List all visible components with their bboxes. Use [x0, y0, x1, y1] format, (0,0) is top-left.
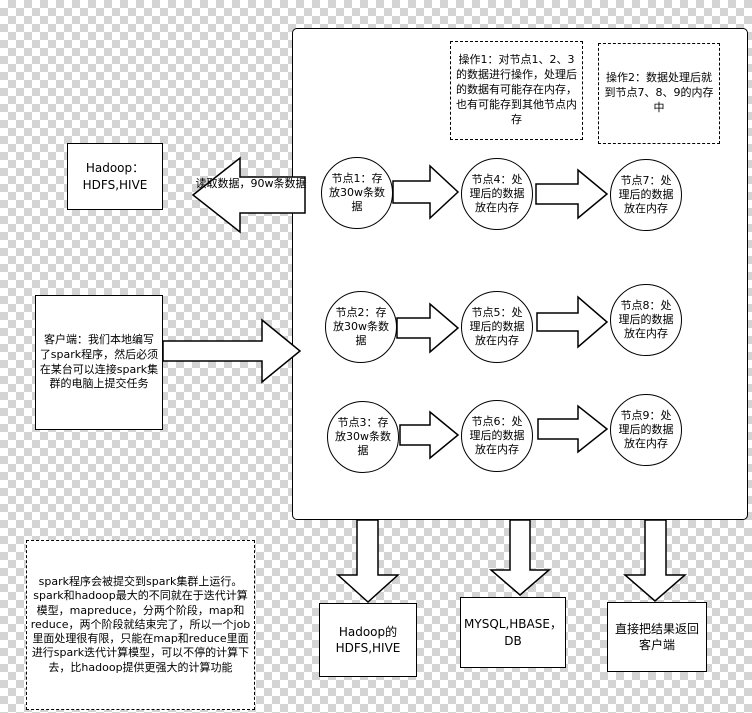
arrow-n4-n7 — [535, 168, 609, 220]
arrow-n2-n5 — [396, 302, 460, 354]
client-box: 客户端：我们本地编写了spark程序，然后必须在某台可以连接spark集群的电脑… — [35, 295, 163, 430]
arrow-n3-n6 — [399, 410, 460, 460]
output-hdfs-box: Hadoop的HDFS,HIVE — [319, 603, 417, 677]
node-6: 节点6：处理后的数据放在内存 — [461, 400, 533, 472]
output-client-box: 直接把结果返回客户端 — [607, 602, 707, 672]
arrow-n5-n8 — [536, 295, 609, 349]
hadoop-source-box: Hadoop：HDFS,HIVE — [67, 143, 163, 210]
node-4: 节点4：处理后的数据放在内存 — [461, 158, 533, 230]
op1-note: 操作1：对节点1、2、3的数据进行操作，处理后的数据有可能存在内存，也有可能存到… — [450, 41, 583, 140]
node-3: 节点3：存放30w条数据 — [327, 401, 399, 473]
node-2: 节点2：存放30w条数据 — [325, 291, 397, 363]
submit-arrow — [162, 318, 302, 384]
op2-note: 操作2：数据处理后就到节点7、8、9的内存中 — [598, 43, 720, 144]
out-arrow-hdfs — [336, 519, 400, 604]
node-7: 节点7：处理后的数据放在内存 — [610, 159, 682, 231]
output-db-box: MYSQL,HBASE，DB — [460, 597, 566, 668]
out-arrow-db — [488, 519, 552, 596]
node-1: 节点1：存放30w条数据 — [321, 157, 393, 229]
node-5: 节点5：处理后的数据放在内存 — [461, 291, 533, 363]
read-data-label: 读取数据，90w条数据 — [195, 177, 307, 190]
node-8: 节点8：处理后的数据放在内存 — [610, 284, 682, 356]
read-arrow — [191, 156, 306, 234]
node-9: 节点9：处理后的数据放在内存 — [610, 394, 682, 466]
arrow-n6-n9 — [537, 404, 609, 454]
explanation-note: spark程序会被提交到spark集群上运行。spark和hadoop最大的不同… — [26, 540, 255, 710]
out-arrow-client — [622, 519, 688, 602]
arrow-n1-n4 — [392, 164, 460, 220]
